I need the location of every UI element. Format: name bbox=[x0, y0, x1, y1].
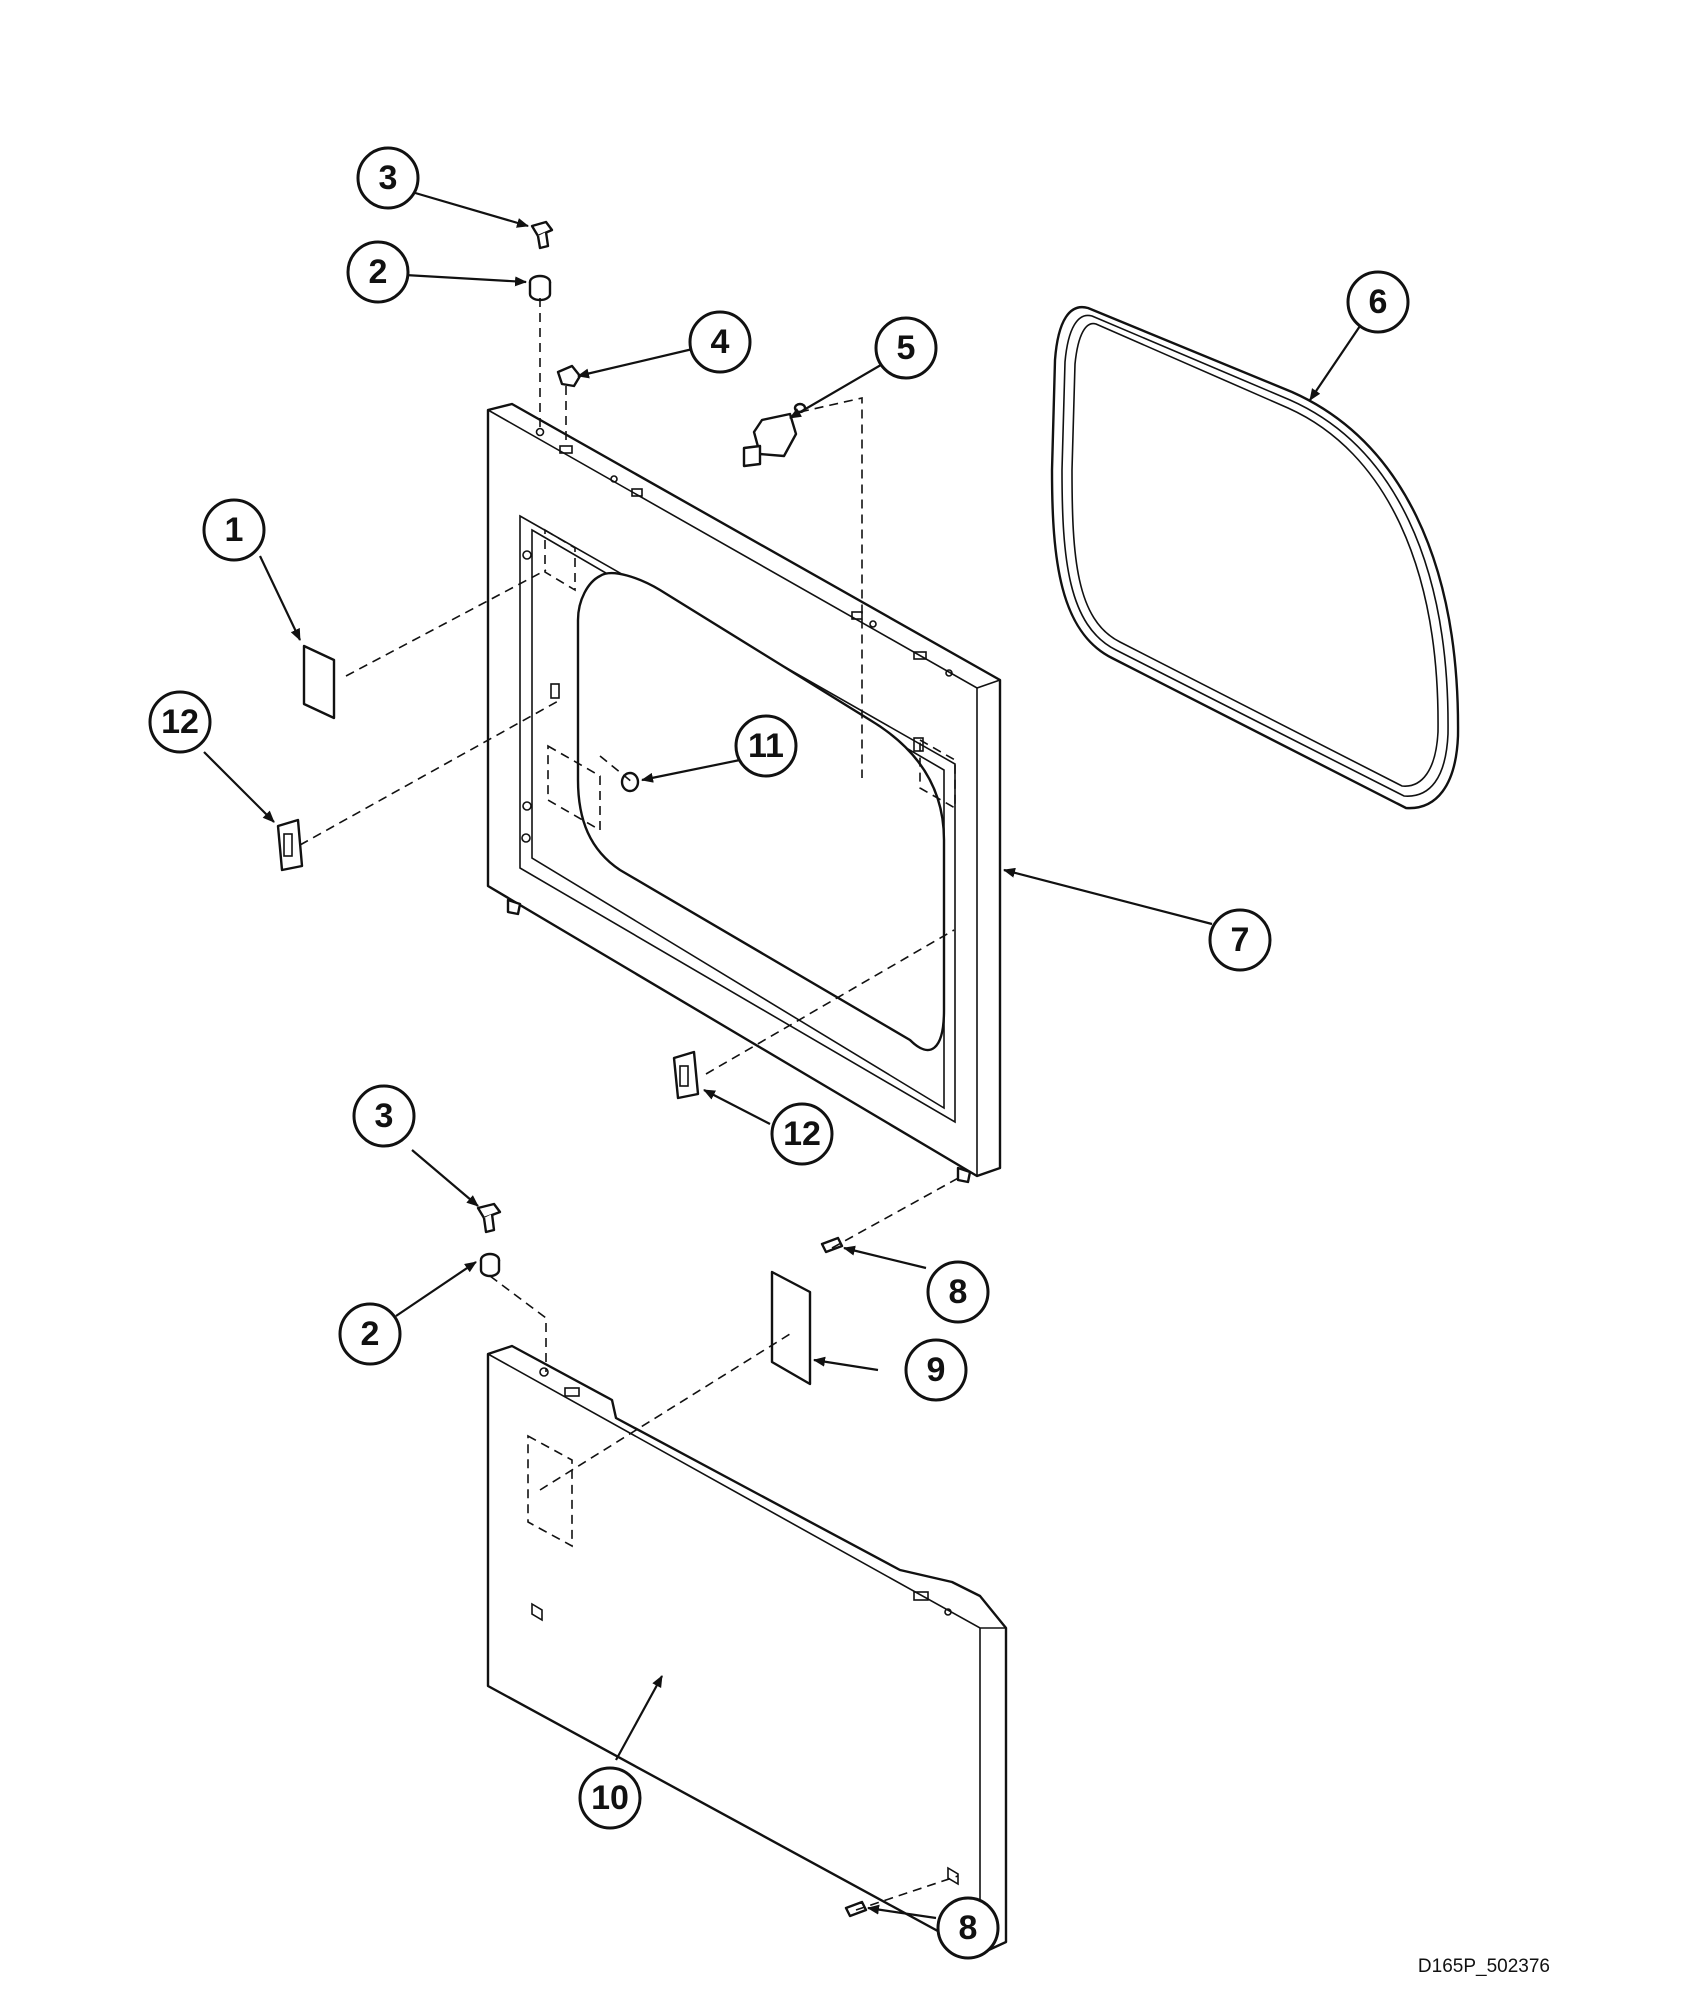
callout-12-lower: 12 bbox=[770, 1102, 834, 1166]
callout-11: 11 bbox=[734, 714, 798, 778]
door-switch-part bbox=[742, 402, 807, 468]
clip-part-12-lower bbox=[672, 1050, 700, 1100]
svg-text:2: 2 bbox=[369, 253, 388, 291]
spacer-part-top bbox=[528, 274, 552, 302]
svg-text:8: 8 bbox=[959, 1909, 978, 1947]
door-seal-part bbox=[1050, 305, 1460, 810]
front-panel-part bbox=[486, 402, 1002, 1184]
svg-text:11: 11 bbox=[748, 727, 784, 765]
callout-3-lower: 3 bbox=[352, 1084, 416, 1148]
label-part-1 bbox=[302, 644, 336, 720]
screw-part-lower bbox=[476, 1202, 502, 1278]
callout-2-lower: 2 bbox=[338, 1302, 402, 1366]
callouts bbox=[203, 188, 1361, 1920]
svg-text:5: 5 bbox=[897, 329, 916, 367]
svg-text:10: 10 bbox=[591, 1779, 629, 1817]
callout-8-lower: 8 bbox=[936, 1896, 1000, 1960]
svg-text:8: 8 bbox=[949, 1273, 968, 1311]
screw-part-8-upper bbox=[820, 1236, 844, 1254]
svg-text:3: 3 bbox=[375, 1097, 394, 1135]
svg-text:2: 2 bbox=[361, 1315, 380, 1353]
label-part-9 bbox=[770, 1270, 812, 1386]
screw-part-top bbox=[530, 220, 554, 250]
callout-7: 7 bbox=[1208, 908, 1272, 972]
svg-text:4: 4 bbox=[711, 323, 730, 361]
assembly-lines bbox=[299, 298, 963, 1911]
svg-text:6: 6 bbox=[1369, 283, 1388, 321]
callout-3-upper: 3 bbox=[356, 146, 420, 210]
svg-text:3: 3 bbox=[379, 159, 398, 197]
callout-10: 10 bbox=[578, 1766, 642, 1830]
svg-text:12: 12 bbox=[161, 703, 199, 741]
toe-panel-part bbox=[486, 1344, 1008, 1956]
callout-1: 1 bbox=[202, 498, 266, 562]
callout-2-upper: 2 bbox=[346, 240, 410, 304]
callout-12-left: 12 bbox=[148, 690, 212, 754]
svg-text:12: 12 bbox=[783, 1115, 821, 1153]
callout-5: 5 bbox=[874, 316, 938, 380]
screw-part-8-lower bbox=[844, 1900, 868, 1918]
svg-text:7: 7 bbox=[1231, 921, 1250, 959]
callout-4: 4 bbox=[688, 310, 752, 374]
callout-8-upper: 8 bbox=[926, 1260, 990, 1324]
callout-6: 6 bbox=[1346, 270, 1410, 334]
svg-text:9: 9 bbox=[927, 1351, 946, 1389]
clip-part-12-left bbox=[276, 818, 304, 872]
svg-text:1: 1 bbox=[225, 511, 244, 549]
drawing-code: D165P_502376 bbox=[1417, 1956, 1550, 1977]
callout-9: 9 bbox=[904, 1338, 968, 1402]
hinge-clip-part bbox=[556, 364, 582, 388]
